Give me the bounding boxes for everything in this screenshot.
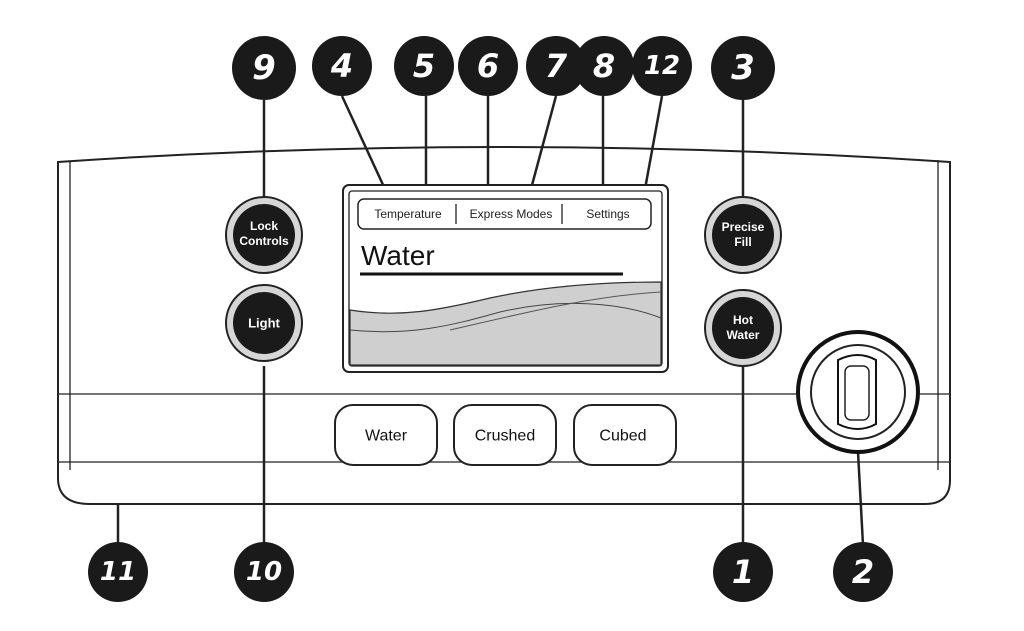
- dispense-crushed-button[interactable]: Crushed: [453, 404, 557, 466]
- callout-12-text: 12: [644, 51, 680, 81]
- callout-9-text: 9: [252, 48, 276, 88]
- hot-water-label-line2: Water: [727, 328, 760, 342]
- callout-11: 11: [88, 542, 148, 602]
- screen-tab-bar: [357, 198, 652, 230]
- callout-10-text: 10: [246, 557, 282, 587]
- callout-3: 3: [711, 36, 775, 100]
- hot-water-label-line1: Hot: [733, 313, 753, 327]
- callout-1-text: 1: [732, 553, 754, 591]
- callout-5-text: 5: [413, 47, 435, 85]
- callout-4: 4: [312, 36, 372, 96]
- dispense-water-button[interactable]: Water: [334, 404, 438, 466]
- dispenser-knob[interactable]: [796, 330, 920, 454]
- lock-controls-button[interactable]: Lock Controls: [225, 196, 303, 274]
- light-label: Light: [248, 316, 280, 331]
- precise-fill-button[interactable]: Precise Fill: [704, 196, 782, 274]
- tab-settings[interactable]: Settings: [586, 207, 629, 221]
- lock-controls-label-line1: Lock: [250, 219, 278, 233]
- light-button[interactable]: Light: [225, 284, 303, 362]
- callout-6: 6: [458, 36, 518, 96]
- tab-temperature[interactable]: Temperature: [374, 207, 442, 221]
- callout-2: 2: [833, 542, 893, 602]
- dispense-crushed-label: Crushed: [475, 428, 535, 445]
- callout-10: 10: [234, 542, 294, 602]
- callout-3-text: 3: [731, 48, 755, 88]
- screen-wave-graphic: [349, 281, 662, 366]
- precise-fill-label-line1: Precise: [722, 220, 765, 234]
- callout-12: 12: [632, 36, 692, 96]
- callout-2-text: 2: [852, 553, 874, 591]
- callout-9: 9: [232, 36, 296, 100]
- screen-title: Water: [361, 240, 435, 271]
- display-screen: Temperature Express Modes Settings Water: [342, 184, 669, 373]
- precise-fill-label-line2: Fill: [734, 235, 751, 249]
- callout-8: 8: [574, 36, 634, 96]
- dispense-cubed-button[interactable]: Cubed: [573, 404, 677, 466]
- callout-6-text: 6: [477, 47, 499, 85]
- callout-7: 7: [526, 36, 586, 96]
- callout-8-text: 8: [593, 47, 615, 85]
- callout-leaders: [116, 95, 865, 546]
- lock-controls-label-line2: Controls: [239, 234, 289, 248]
- callout-7-text: 7: [545, 47, 568, 85]
- callout-4-text: 4: [330, 47, 353, 85]
- tab-express-modes[interactable]: Express Modes: [470, 207, 553, 221]
- dispense-water-label: Water: [365, 428, 408, 445]
- callout-5: 5: [394, 36, 454, 96]
- dispense-cubed-label: Cubed: [599, 428, 646, 445]
- hot-water-button[interactable]: Hot Water: [704, 289, 782, 367]
- callout-11-text: 11: [100, 557, 136, 587]
- callout-1: 1: [713, 542, 773, 602]
